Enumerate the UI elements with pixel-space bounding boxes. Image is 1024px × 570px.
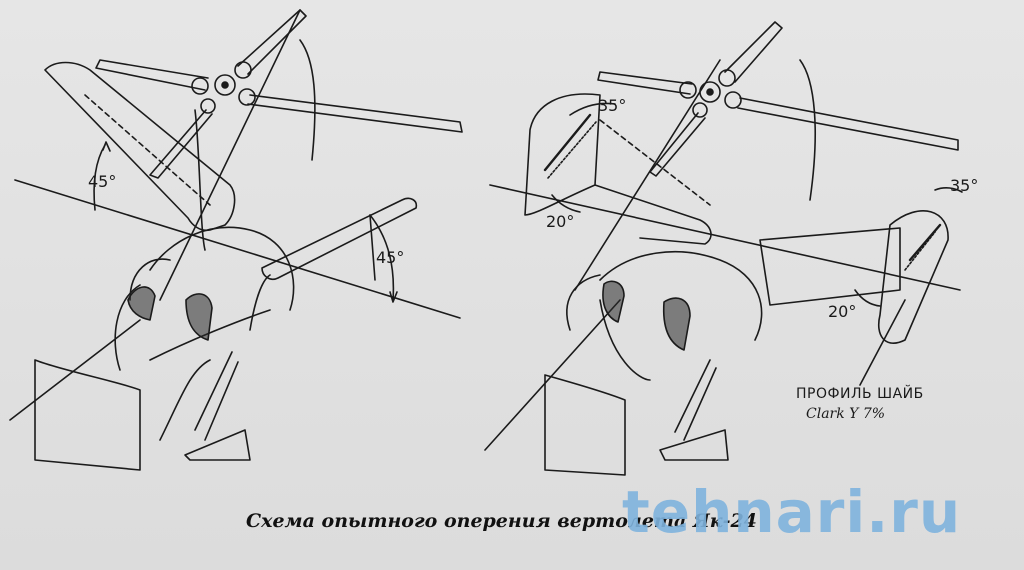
right-angle-bottom-left-label: 20°: [546, 212, 575, 231]
profile-title: ПРОФИЛЬ ШАЙБ: [796, 386, 924, 402]
right-endplate-right: [878, 210, 949, 344]
left-angle-right-label: 45°: [376, 248, 405, 267]
right-helicopter-view: [484, 21, 963, 476]
left-stabilizer-right: [261, 197, 418, 281]
figure-caption: Схема опытного оперения вертолета Як-24: [246, 510, 757, 532]
left-helicopter-view: [9, 9, 463, 471]
left-angle-upper-label: 45°: [88, 172, 117, 191]
right-angle-top-right-label: 35°: [950, 176, 979, 195]
watermark: tehnari.ru: [622, 478, 962, 546]
right-angle-top-left-label: 35°: [598, 96, 627, 115]
right-endplate-left: [524, 93, 601, 216]
profile-subtitle: Clark Y 7%: [806, 406, 886, 422]
left-rotor-hub: [191, 61, 256, 114]
right-rotor-hub: [679, 69, 742, 118]
left-stabilizer-left: [44, 61, 236, 232]
right-angle-bottom-right-label: 20°: [828, 302, 857, 321]
